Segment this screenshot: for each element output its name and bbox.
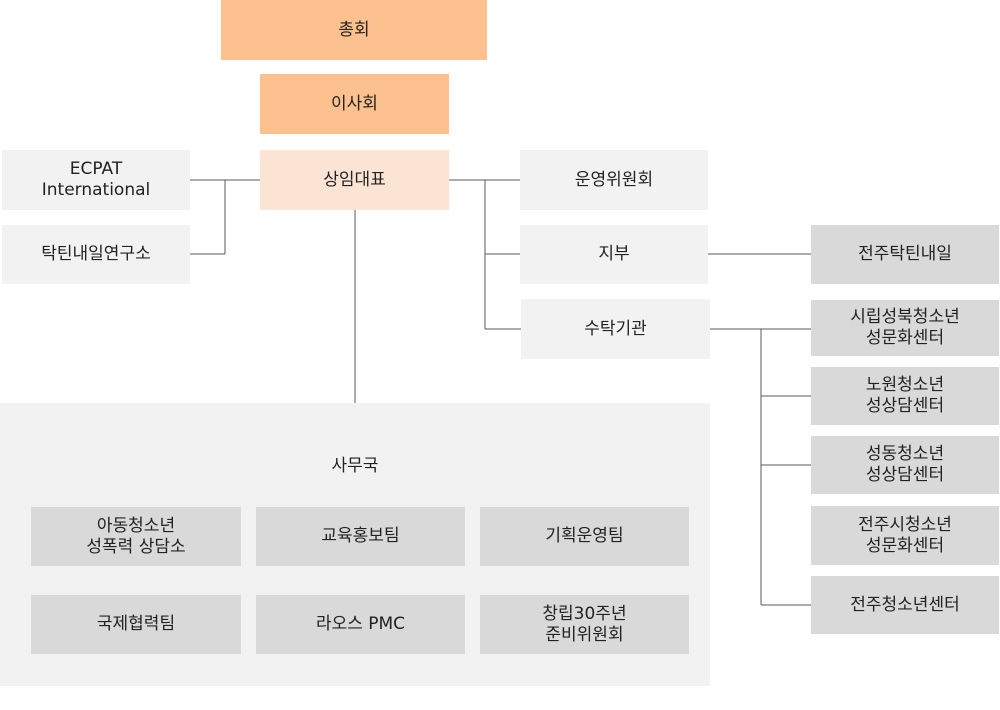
contracted-child-node: 시립성북청소년 성문화센터 [811,300,999,356]
contracted-child-node: 전주청소년센터 [811,576,999,634]
team-node: 아동청소년 성폭력 상담소 [31,507,241,566]
contracted-child-node: 성동청소년 성상담센터 [811,436,999,494]
ecpat-node: ECPAT International [2,150,190,210]
contracted-child-node: 전주시청소년 성문화센터 [811,506,999,565]
board-node: 이사회 [260,74,449,134]
team-node: 기획운영팀 [480,507,689,566]
branch-child-node: 전주탁틴내일 [811,225,999,284]
team-node: 교육홍보팀 [256,507,465,566]
team-node: 국제협력팀 [31,595,241,654]
contracted-node: 수탁기관 [521,299,710,359]
representative-node: 상임대표 [260,150,449,210]
team-node: 창립30주년 준비위원회 [480,595,689,654]
team-node: 라오스 PMC [256,595,465,654]
general-assembly-node: 총회 [221,0,487,60]
operations-committee-node: 운영위원회 [520,150,708,210]
secretariat-title: 사무국 [331,456,379,476]
contracted-child-node: 노원청소년 성상담센터 [811,367,999,425]
branch-node: 지부 [520,225,708,284]
institute-node: 탁틴내일연구소 [2,225,190,284]
